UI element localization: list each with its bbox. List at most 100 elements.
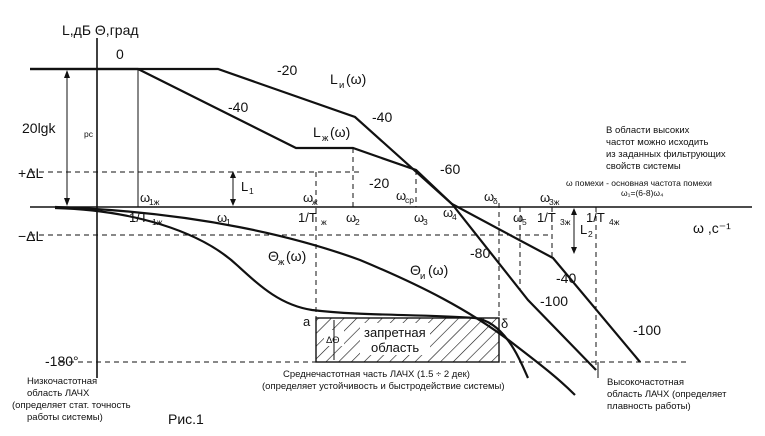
k-arrow-head-top: [64, 70, 70, 78]
svg-text:и: и: [339, 80, 344, 91]
svg-text:ω₁=(6-8)ω₄: ω₁=(6-8)ω₄: [621, 188, 664, 198]
slope-label: -40: [228, 99, 248, 115]
svg-text:ω: ω: [443, 205, 453, 220]
freq-w5: ω 5: [513, 210, 527, 227]
svg-text:ω: ω: [346, 210, 356, 225]
svg-text:δ: δ: [493, 196, 498, 206]
minus-dl-label: −ΔL: [18, 228, 44, 244]
slope-label: -20: [369, 175, 389, 191]
forbidden-label-bg: [360, 323, 430, 355]
minus180-label: -180°: [45, 353, 79, 369]
l2-marker: L 2: [571, 208, 593, 254]
point-a: a: [303, 314, 311, 329]
slope-label: -40: [556, 270, 576, 286]
svg-text:ж: ж: [278, 257, 285, 268]
curve-theta-zh: [54, 206, 530, 379]
curve-label-L-zh: L ж (ω): [313, 124, 350, 144]
freq-wd: ω δ: [484, 189, 498, 206]
svg-text:1ж: 1ж: [149, 197, 160, 207]
svg-text:1: 1: [249, 186, 254, 196]
svg-text:Высокочастотная: Высокочастотная: [607, 377, 684, 388]
svg-text:1/T: 1/T: [298, 210, 317, 225]
slope-label: -100: [540, 293, 568, 309]
plus-dl-label: +ΔL: [18, 165, 44, 181]
svg-text:ω: ω: [303, 190, 313, 205]
svg-text:(ω): (ω): [346, 71, 366, 87]
svg-text:свойств системы: свойств системы: [606, 161, 681, 172]
svg-text:работы системы): работы системы): [27, 412, 103, 423]
dtheta-label: ΔΘ: [326, 335, 340, 346]
svg-text:5: 5: [522, 217, 527, 227]
svg-text:ω помехи - основная частота по: ω помехи - основная частота помехи: [566, 178, 712, 188]
x-axis-label: ω ,с⁻¹: [693, 220, 731, 236]
k-label: 20lgk рс: [22, 120, 94, 139]
note-high-region: Высокочастотная область ЛАЧХ (определяет…: [607, 377, 727, 412]
svg-text:В области высоких: В области высоких: [606, 125, 690, 136]
svg-text:20lgk: 20lgk: [22, 120, 56, 136]
svg-text:2: 2: [355, 217, 360, 227]
svg-text:4: 4: [452, 212, 457, 222]
svg-text:из заданных фильтрующих: из заданных фильтрующих: [606, 149, 726, 160]
svg-text:1/T: 1/T: [586, 210, 605, 225]
freq-w1: ω 1: [217, 210, 231, 227]
svg-text:плавность работы): плавность работы): [607, 401, 691, 412]
freq-T3zh: 1/T 3ж: [537, 210, 571, 227]
svg-text:рс: рс: [84, 129, 94, 139]
freq-w3: ω 3: [414, 210, 428, 227]
svg-text:ж: ж: [322, 133, 329, 144]
svg-text:ж: ж: [321, 217, 327, 227]
note-high-freq: В области высоких частот можно исходить …: [606, 125, 726, 172]
curve-label-theta-i: Θ и (ω): [410, 262, 448, 282]
l1-marker: L 1: [230, 171, 254, 206]
svg-text:3ж: 3ж: [549, 197, 560, 207]
freq-Tzh: 1/T ж: [298, 210, 327, 227]
svg-text:(ω): (ω): [286, 248, 306, 264]
freq-w3zh: ω 3ж: [540, 190, 560, 207]
svg-text:ω: ω: [140, 190, 150, 205]
svg-text:(ω): (ω): [330, 124, 350, 140]
svg-text:(определяет стат. точность: (определяет стат. точность: [12, 400, 131, 411]
slope-labels: -20 -40 -40 -60 -20 -80 -40 -100 -100: [228, 62, 661, 338]
svg-text:ж: ж: [312, 197, 318, 207]
svg-text:ω: ω: [217, 210, 227, 225]
figure-caption: Рис.1: [168, 411, 204, 427]
slope-label: -80: [470, 245, 490, 261]
freq-w2: ω 2: [346, 210, 360, 227]
freq-T1zh: 1/T 1ж: [129, 210, 163, 227]
svg-text:1ж: 1ж: [152, 217, 163, 227]
curve-label-theta-zh: Θ ж (ω): [268, 248, 306, 268]
frequency-labels: ω 1ж 1/T 1ж ω 1 ω ж 1/T ж ω 2 ω ср ω 3: [129, 188, 620, 227]
k-arrow-head-bottom: [64, 198, 70, 206]
slope-label: -60: [440, 161, 460, 177]
svg-text:Θ: Θ: [410, 262, 421, 278]
svg-text:ω: ω: [513, 210, 523, 225]
svg-text:L: L: [580, 222, 587, 237]
y-axis-label: L,дБ Θ,град: [62, 22, 139, 38]
svg-text:2: 2: [588, 229, 593, 239]
freq-T4zh: 1/T 4ж: [586, 210, 620, 227]
svg-text:1: 1: [226, 217, 231, 227]
svg-text:4ж: 4ж: [609, 217, 620, 227]
guide-lines: [96, 69, 599, 378]
slope-label: -20: [277, 62, 297, 78]
svg-text:L: L: [313, 124, 321, 140]
svg-text:ω: ω: [396, 188, 406, 203]
svg-text:(ω): (ω): [428, 262, 448, 278]
svg-text:область ЛАЧХ (определяет: область ЛАЧХ (определяет: [607, 389, 727, 400]
freq-wsr: ω ср: [396, 188, 414, 205]
freq-w1zh: ω 1ж: [140, 190, 160, 207]
curve-theta-i: [54, 205, 576, 396]
svg-text:Низкочастотная: Низкочастотная: [27, 376, 97, 387]
svg-text:1/T: 1/T: [129, 210, 148, 225]
svg-text:(определяет устойчивость и быс: (определяет устойчивость и быстродействи…: [262, 381, 505, 392]
freq-w4: ω 4: [443, 205, 457, 222]
svg-text:ω: ω: [540, 190, 550, 205]
axes: L,дБ Θ,град 0 ω ,с⁻¹: [30, 22, 752, 378]
zero-label: 0: [116, 46, 124, 62]
svg-text:3: 3: [423, 217, 428, 227]
note-noise: ω помехи - основная частота помехи ω₁=(6…: [566, 178, 712, 198]
slope-label: -100: [633, 322, 661, 338]
svg-text:1/T: 1/T: [537, 210, 556, 225]
svg-text:ω ,с⁻¹: ω ,с⁻¹: [693, 220, 731, 236]
forbidden-label-1: запретная: [364, 325, 426, 340]
